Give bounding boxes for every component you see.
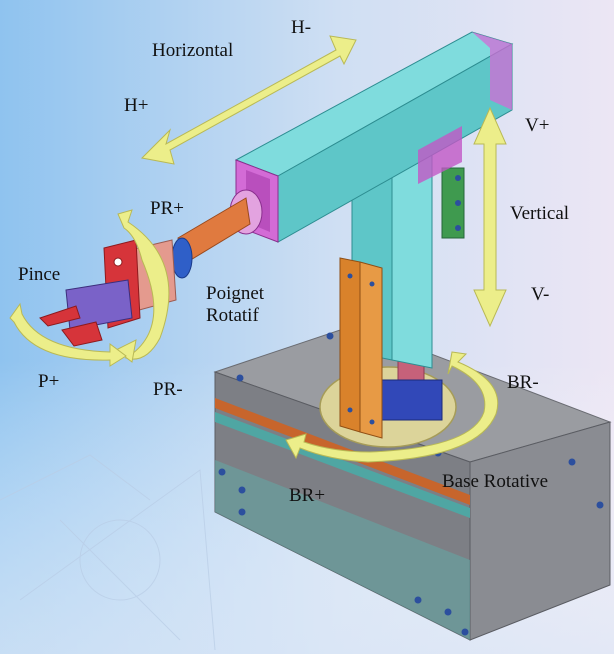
- green-panel: [441, 167, 465, 239]
- rail-bolts: [347, 273, 375, 425]
- gripper-jaw-lower: [61, 321, 103, 347]
- green-panel-bolts: [455, 175, 461, 231]
- motion-arrows: [9, 35, 507, 463]
- blue-ring: [171, 237, 193, 279]
- base-bolts: [218, 332, 604, 636]
- rail-right: [359, 261, 383, 439]
- label-v-minus: V-: [531, 284, 550, 305]
- label-poignet-line1: Poignet: [206, 283, 265, 304]
- rail-left: [339, 257, 361, 433]
- label-p-plus: P+: [38, 371, 60, 392]
- label-pr-plus: PR+: [150, 198, 184, 219]
- label-pr-minus: PR-: [153, 379, 183, 400]
- label-br-plus: BR+: [289, 485, 326, 506]
- base-teal-band: [215, 412, 470, 518]
- label-vertical: Vertical: [510, 203, 570, 224]
- base-rotation-arrow: [285, 351, 499, 463]
- label-h-plus: H+: [124, 95, 149, 116]
- column-base-block: [379, 379, 443, 421]
- gripper-arrow: [9, 302, 127, 367]
- label-poignet-line2: Rotatif: [206, 304, 259, 326]
- beam-bracket: [418, 126, 462, 184]
- horizontal-arrow: [140, 35, 357, 165]
- label-br-minus: BR-: [507, 372, 539, 393]
- label-v-plus: V+: [525, 115, 550, 136]
- base-lower-panel: [215, 460, 470, 640]
- label-horizontal: Horizontal: [152, 40, 234, 61]
- beam-end-cap: [472, 32, 512, 110]
- label-base-rotative: Base Rotative: [442, 471, 549, 492]
- label-poignet-rotatif: Poignet Rotatif: [206, 283, 296, 327]
- gripper-jaw-upper: [39, 305, 81, 327]
- faint-sketch: [0, 454, 216, 651]
- vertical-arrow: [473, 106, 507, 328]
- label-pince: Pince: [18, 264, 61, 285]
- label-h-minus: H-: [291, 17, 312, 38]
- orange-rails: [339, 257, 383, 439]
- gripper-pivot: [113, 257, 123, 267]
